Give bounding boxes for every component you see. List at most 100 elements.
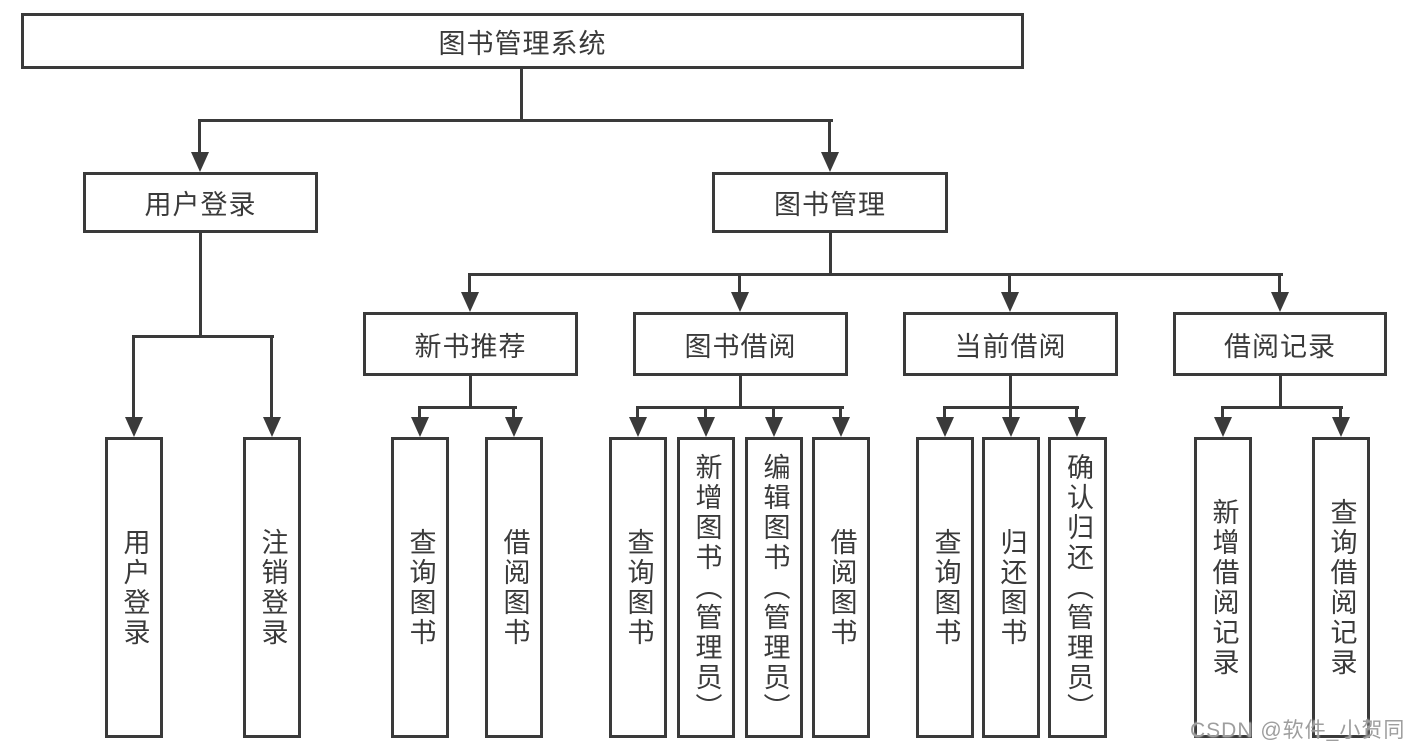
- connector-line: [419, 406, 517, 409]
- arrowhead-down-icon: [1271, 273, 1289, 312]
- leaf-borrow-books-recommend: 借阅图书: [485, 437, 543, 738]
- arrowhead-down-icon: [1332, 406, 1350, 437]
- leaf-logout: 注销登录: [243, 437, 301, 738]
- connector-line: [1221, 406, 1224, 419]
- connector-line: [1075, 406, 1078, 419]
- arrowhead-down-icon: [411, 406, 429, 437]
- arrowhead-icon: [1271, 292, 1289, 312]
- arrowhead-down-icon: [629, 406, 647, 437]
- connector-line: [637, 406, 844, 409]
- node-label: 确认归还（管理员）: [1063, 452, 1093, 723]
- node-label: 查询图书: [930, 527, 961, 648]
- leaf-query-books-current: 查询图书: [916, 437, 974, 738]
- arrowhead-icon: [125, 417, 143, 437]
- node-label: 查询图书: [405, 527, 436, 648]
- arrowhead-down-icon: [125, 335, 143, 437]
- node-label: 新书推荐: [414, 331, 527, 362]
- connector-line: [1339, 406, 1342, 419]
- node-label: 查询借阅记录: [1326, 497, 1357, 678]
- leaf-add-books-admin: 新增图书（管理员）: [677, 437, 735, 738]
- arrowhead-down-icon: [821, 119, 839, 172]
- node-label: 查询图书: [623, 527, 654, 648]
- node-label: 用户登录: [144, 190, 257, 220]
- csdn-watermark: CSDN @软件_小贺同学: [1190, 719, 1405, 742]
- node-borrowing-records: 借阅记录: [1173, 312, 1387, 376]
- connector-line: [1009, 376, 1012, 408]
- arrowhead-down-icon: [765, 406, 783, 437]
- node-label: 图书管理: [774, 190, 886, 220]
- arrowhead-icon: [765, 417, 783, 437]
- connector-line: [199, 233, 202, 337]
- leaf-query-borrow-record: 查询借阅记录: [1312, 437, 1370, 738]
- arrowhead-icon: [821, 152, 839, 172]
- arrowhead-down-icon: [1214, 406, 1232, 437]
- leaf-user-login: 用户登录: [105, 437, 163, 738]
- arrowhead-down-icon: [1002, 406, 1020, 437]
- arrowhead-icon: [1001, 292, 1019, 312]
- connector-line: [829, 233, 832, 275]
- arrowhead-icon: [697, 417, 715, 437]
- arrowhead-down-icon: [936, 406, 954, 437]
- arrowhead-icon: [1002, 417, 1020, 437]
- arrowhead-icon: [263, 417, 281, 437]
- node-label: 图书借阅: [684, 331, 797, 362]
- connector-line: [1279, 376, 1282, 408]
- arrowhead-icon: [731, 292, 749, 312]
- node-current-borrowing: 当前借阅: [903, 312, 1118, 376]
- connector-line: [772, 406, 775, 419]
- node-label: 注销登录: [257, 527, 288, 648]
- connector-line: [520, 69, 523, 121]
- arrowhead-down-icon: [191, 119, 209, 172]
- connector-line: [738, 273, 741, 294]
- connector-line: [1009, 406, 1012, 419]
- node-new-book-recommendation: 新书推荐: [363, 312, 578, 376]
- connector-line: [1008, 273, 1011, 294]
- leaf-borrow-books: 借阅图书: [812, 437, 870, 738]
- connector-line: [270, 335, 273, 419]
- leaf-add-borrow-record: 新增借阅记录: [1194, 437, 1252, 738]
- node-user-login: 用户登录: [83, 172, 318, 233]
- arrowhead-icon: [411, 417, 429, 437]
- connector-line: [469, 273, 1283, 276]
- node-label: 图书管理系统: [438, 28, 607, 59]
- node-label: 归还图书: [996, 527, 1027, 648]
- connector-line: [839, 406, 842, 419]
- node-label: 当前借阅: [954, 331, 1067, 362]
- node-label: 借阅记录: [1224, 331, 1336, 362]
- leaf-confirm-return-admin: 确认归还（管理员）: [1048, 437, 1107, 738]
- arrowhead-icon: [1332, 417, 1350, 437]
- arrowhead-down-icon: [461, 273, 479, 312]
- leaf-return-books: 归还图书: [982, 437, 1040, 738]
- node-book-borrowing: 图书借阅: [633, 312, 848, 376]
- arrowhead-icon: [832, 417, 850, 437]
- connector-line: [739, 376, 742, 408]
- leaf-edit-books-admin: 编辑图书（管理员）: [745, 437, 803, 738]
- connector-line: [133, 335, 274, 338]
- node-label: 新增图书（管理员）: [691, 452, 722, 723]
- node-label: 编辑图书（管理员）: [759, 452, 790, 723]
- node-book-management: 图书管理: [712, 172, 948, 233]
- arrowhead-icon: [505, 417, 523, 437]
- connector-line: [468, 273, 471, 294]
- connector-line: [1278, 273, 1281, 294]
- arrowhead-down-icon: [731, 273, 749, 312]
- arrowhead-icon: [936, 417, 954, 437]
- connector-line: [469, 376, 472, 408]
- arrowhead-icon: [629, 417, 647, 437]
- connector-line: [1222, 406, 1343, 409]
- connector-line: [636, 406, 639, 419]
- arrowhead-icon: [1214, 417, 1232, 437]
- connector-line: [704, 406, 707, 419]
- node-label: 借阅图书: [826, 527, 857, 648]
- node-label: 借阅图书: [499, 527, 530, 648]
- leaf-query-books-borrowing: 查询图书: [609, 437, 667, 738]
- leaf-query-books-recommend: 查询图书: [391, 437, 449, 738]
- node-label: 新增借阅记录: [1208, 497, 1239, 678]
- arrowhead-down-icon: [697, 406, 715, 437]
- node-label: 用户登录: [119, 527, 150, 648]
- connector-line: [199, 119, 833, 122]
- connector-line: [943, 406, 946, 419]
- connector-line: [512, 406, 515, 419]
- arrowhead-icon: [461, 292, 479, 312]
